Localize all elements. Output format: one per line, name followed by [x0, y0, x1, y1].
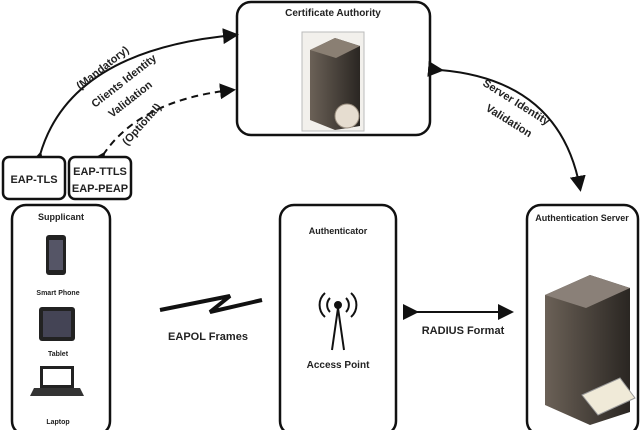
access-point-label: Access Point — [307, 360, 370, 371]
certificate-authority-title: Certificate Authority — [285, 8, 381, 19]
eap-ttls-label: EAP-TTLS — [73, 166, 127, 178]
certificate-authority-box: Certificate Authority — [235, 0, 432, 137]
eap-tls-box: EAP-TLS — [1, 155, 67, 201]
laptop-icon — [30, 366, 84, 396]
smart-phone-label: Smart Phone — [36, 290, 79, 297]
eap-tls-label: EAP-TLS — [10, 174, 57, 186]
mandatory-validation-arrow — [29, 28, 239, 169]
access-point-icon — [318, 292, 358, 351]
authentication-server-box: Authentication Server — [525, 203, 640, 430]
radius-label: RADIUS Format — [422, 325, 505, 337]
wireless-link-icon — [159, 294, 263, 314]
authentication-server-title: Authentication Server — [535, 213, 629, 223]
authenticator-box: Authenticator Access Point — [278, 203, 398, 430]
supplicant-title: Supplicant — [38, 212, 84, 222]
laptop-label: Laptop — [46, 419, 69, 426]
smart-phone-icon — [46, 235, 66, 275]
server-validation-arrow — [427, 61, 586, 192]
eapol-label: EAPOL Frames — [168, 331, 248, 343]
authenticator-title: Authenticator — [309, 226, 368, 236]
server-icon — [545, 275, 636, 425]
optional-validation-arrow — [89, 83, 236, 170]
tablet-icon — [39, 307, 75, 341]
eap-peap-label: EAP-PEAP — [72, 183, 128, 195]
eap-tunnel-box: EAP-TTLS EAP-PEAP — [67, 155, 133, 201]
supplicant-box: Supplicant Smart Phone Tablet Laptop — [10, 203, 112, 430]
ca-server-icon — [301, 31, 365, 132]
tablet-label: Tablet — [48, 351, 69, 358]
